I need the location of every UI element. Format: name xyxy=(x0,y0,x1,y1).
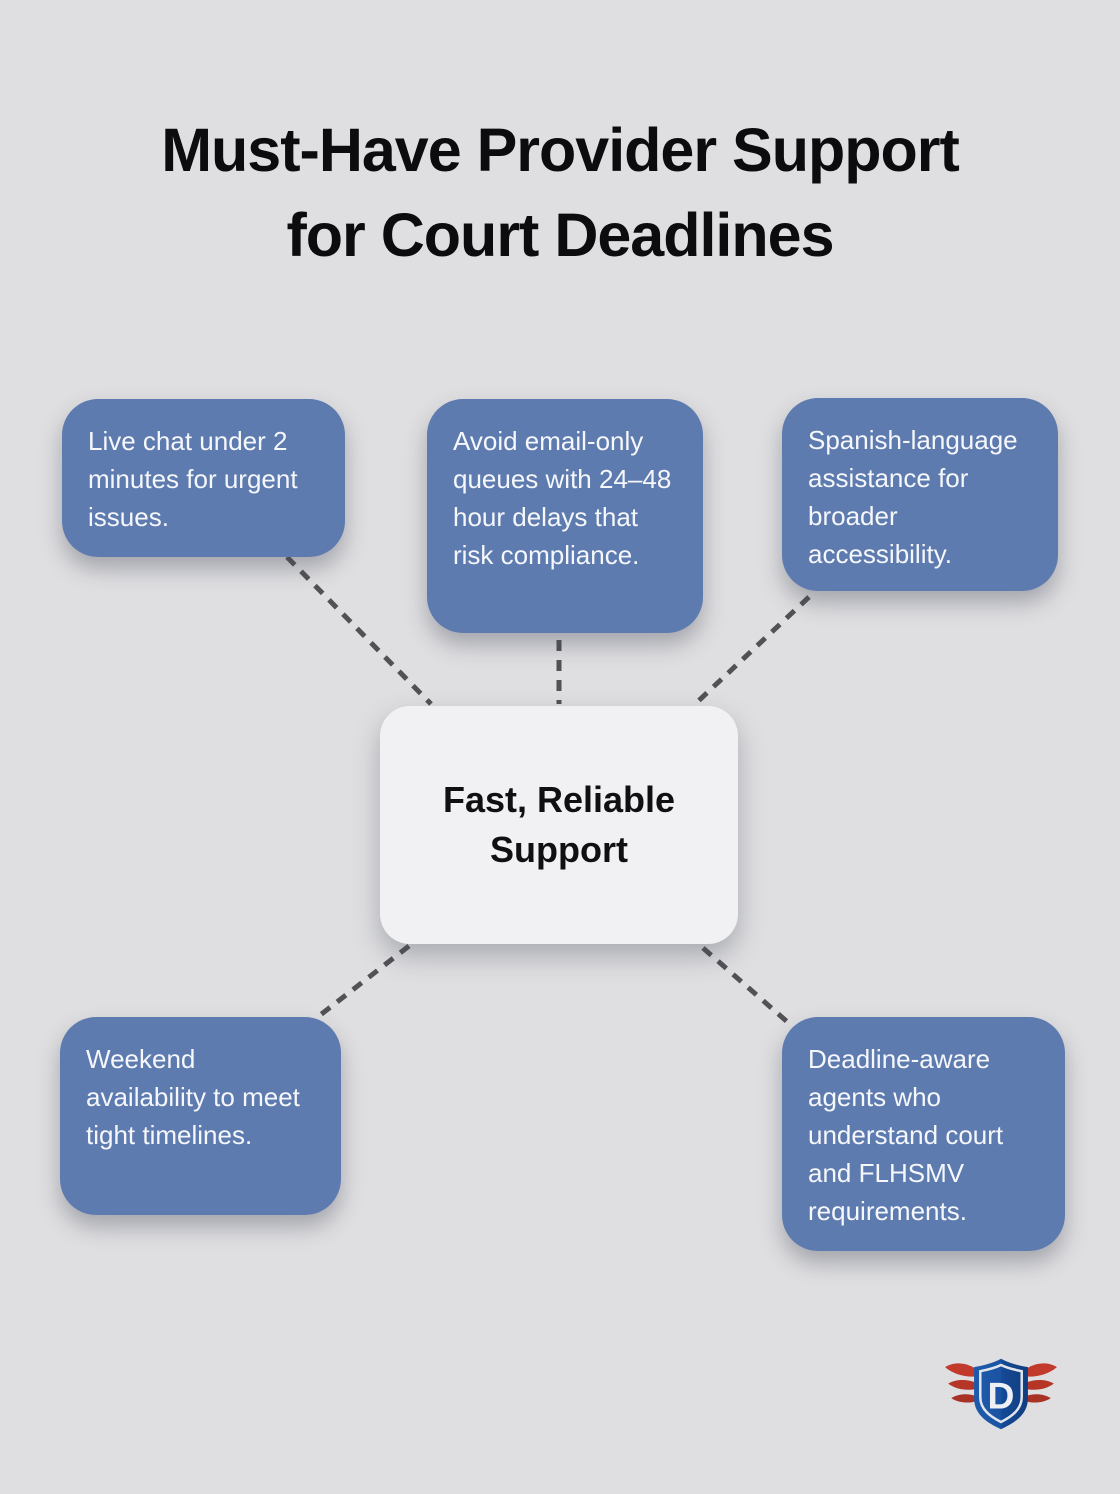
brand-shield-logo: D xyxy=(945,1358,1057,1430)
right-wing-icon xyxy=(1025,1363,1057,1403)
node-deadline-aware-agents-text: Deadline-aware agents who understand cou… xyxy=(808,1044,1004,1226)
node-spanish-assistance-text: Spanish-language assistance for broader … xyxy=(808,425,1018,569)
connector-bottom-left xyxy=(317,944,411,1018)
page-title: Must-Have Provider Support for Court Dea… xyxy=(0,108,1120,278)
node-avoid-email-queues: Avoid email-only queues with 24–48 hour … xyxy=(427,399,703,633)
page-title-line2: for Court Deadlines xyxy=(286,201,834,269)
node-weekend-availability: Weekend availability to meet tight timel… xyxy=(60,1017,341,1215)
connector-top-left xyxy=(285,555,433,706)
connector-top-right xyxy=(691,595,811,708)
logo-letter: D xyxy=(988,1375,1015,1417)
node-weekend-availability-text: Weekend availability to meet tight timel… xyxy=(86,1044,300,1150)
node-live-chat-text: Live chat under 2 minutes for urgent iss… xyxy=(88,426,298,532)
center-node-label: Fast, Reliable Support xyxy=(442,779,676,870)
center-node-fast-reliable-support: Fast, Reliable Support xyxy=(380,706,738,944)
node-avoid-email-queues-text: Avoid email-only queues with 24–48 hour … xyxy=(453,426,672,570)
node-live-chat: Live chat under 2 minutes for urgent iss… xyxy=(62,399,345,557)
page-title-line1: Must-Have Provider Support xyxy=(161,116,960,184)
node-spanish-assistance: Spanish-language assistance for broader … xyxy=(782,398,1058,591)
connector-bottom-right xyxy=(701,946,794,1028)
node-deadline-aware-agents: Deadline-aware agents who understand cou… xyxy=(782,1017,1065,1251)
shield-icon: D xyxy=(974,1358,1028,1430)
left-wing-icon xyxy=(945,1363,977,1403)
